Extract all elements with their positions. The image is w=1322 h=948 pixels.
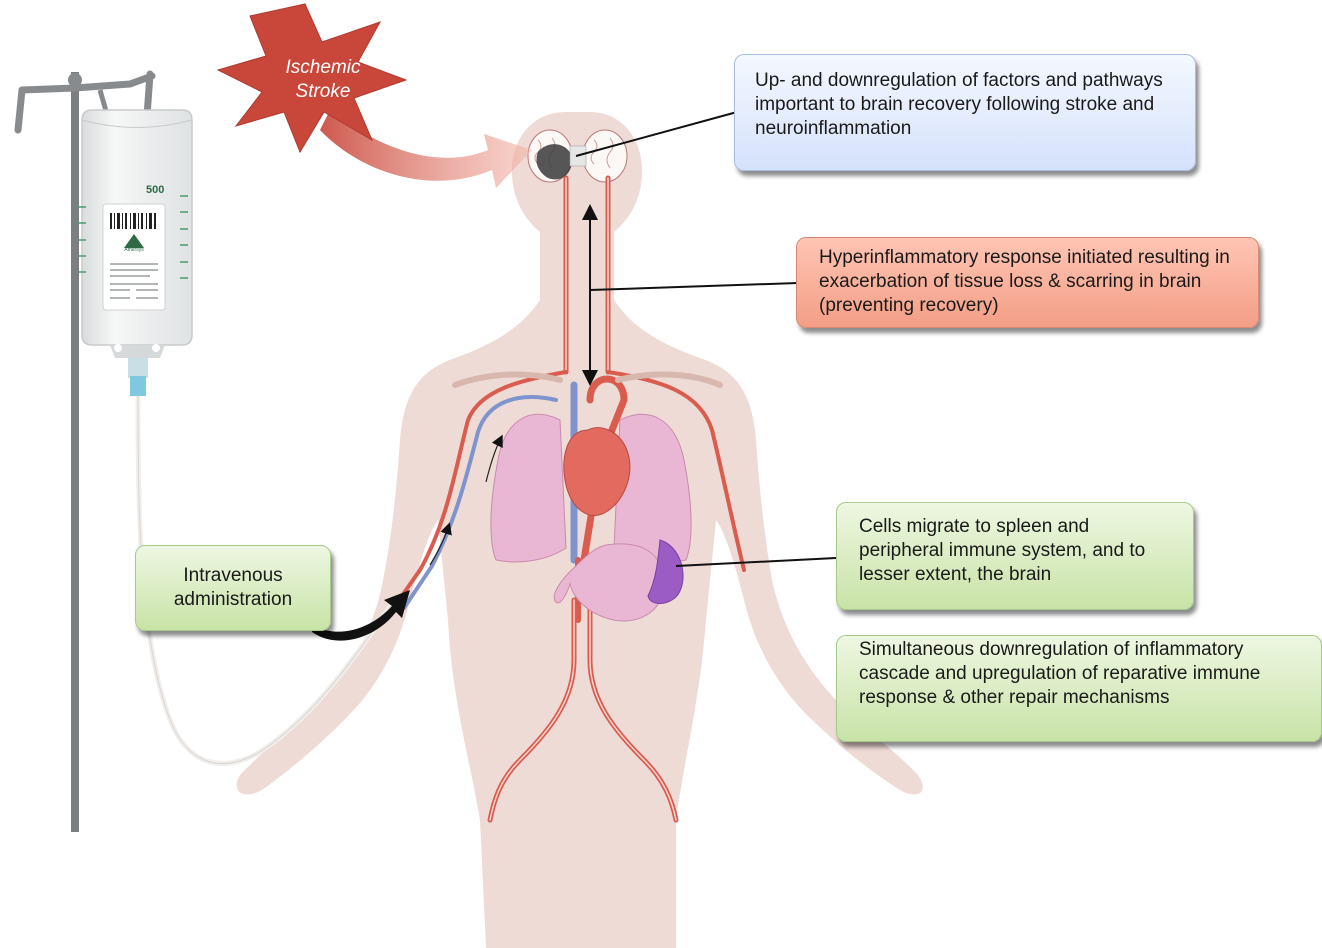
callout-hyperinflammatory: Hyperinflammatory response initiated res… bbox=[796, 237, 1259, 328]
callout-brain-regulation: Up- and downregulation of factors and pa… bbox=[734, 54, 1196, 171]
bag-volume-label: 500 bbox=[146, 184, 164, 196]
callout-cell-migration: Cells migrate to spleen and peripheral i… bbox=[836, 502, 1194, 610]
stroke-label: Ischemic Stroke bbox=[268, 56, 378, 104]
callout-simultaneous-regulation: Simultaneous downregulation of inflammat… bbox=[836, 635, 1322, 742]
iv-bag bbox=[78, 110, 192, 396]
bag-brand-label: Athersys bbox=[119, 247, 149, 253]
callout-intravenous: Intravenous administration bbox=[135, 545, 331, 631]
